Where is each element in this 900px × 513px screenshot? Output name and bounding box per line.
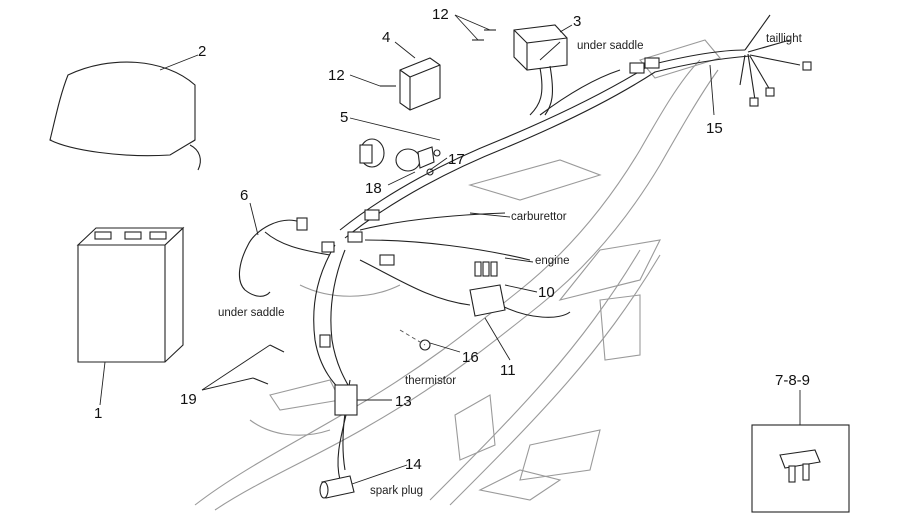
bolts xyxy=(252,29,496,385)
battery-cover xyxy=(49,61,201,171)
label-thermistor: thermistor xyxy=(405,375,456,387)
relay-set xyxy=(359,138,441,176)
part-number-15: 15 xyxy=(706,120,723,137)
spark-plug-cap xyxy=(319,475,355,499)
part-number-14: 14 xyxy=(405,456,422,473)
part-number-3: 3 xyxy=(573,13,581,30)
part-number-1: 1 xyxy=(94,405,102,422)
saddle-wire xyxy=(238,217,308,297)
label-under-saddle-left: under saddle xyxy=(218,307,285,319)
part-number-11: 11 xyxy=(500,362,516,379)
part-number-19: 19 xyxy=(180,391,197,408)
part-number-4: 4 xyxy=(382,29,390,46)
battery xyxy=(76,226,185,363)
part-number-6: 6 xyxy=(240,187,248,204)
label-taillight: taillight xyxy=(766,33,803,45)
fuse-inset xyxy=(751,390,850,513)
frame xyxy=(194,39,721,511)
part-number-16: 16 xyxy=(462,349,479,366)
part-number-12-top: 12 xyxy=(432,6,449,23)
voltage-regulator xyxy=(513,24,568,116)
label-spark-plug: spark plug xyxy=(370,485,423,497)
part-number-7-8-9: 7-8-9 xyxy=(775,372,810,389)
label-under-saddle-top: under saddle xyxy=(577,40,644,52)
part-number-5: 5 xyxy=(340,109,348,126)
label-engine: engine xyxy=(535,255,570,267)
part-number-17: 17 xyxy=(448,151,465,168)
part-number-12-left: 12 xyxy=(328,67,345,84)
part-number-2: 2 xyxy=(198,43,206,60)
fuse-box xyxy=(469,261,506,317)
part-numbers: 1 2 3 4 5 6 10 11 12 12 13 14 15 16 17 1… xyxy=(94,6,810,473)
location-labels: under saddle under saddle taillight carb… xyxy=(218,33,803,497)
part-number-18: 18 xyxy=(365,180,382,197)
ignition-coil xyxy=(334,384,358,481)
part-number-13: 13 xyxy=(395,393,412,410)
label-carburettor: carburettor xyxy=(511,211,567,223)
leader-lines xyxy=(99,14,715,485)
part-number-10: 10 xyxy=(538,284,555,301)
thermistor-sensor xyxy=(399,329,431,351)
control-unit xyxy=(399,57,441,111)
